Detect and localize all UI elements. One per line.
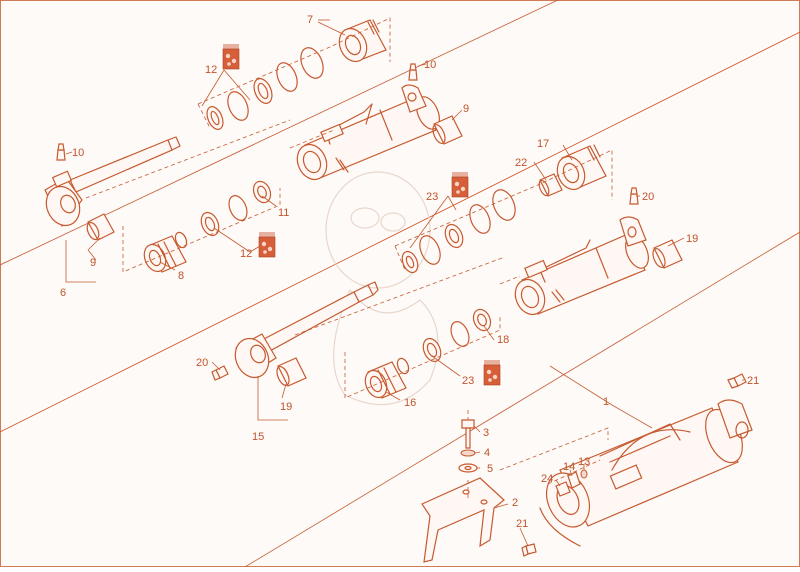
piston-rod-upper [44, 136, 181, 228]
gland-17 [556, 144, 607, 191]
callout-9-rod: 9 [90, 257, 96, 269]
callout-5: 5 [487, 463, 493, 475]
grease-nipple-10-rod [56, 143, 66, 161]
grease-nipple-20-barrel [629, 187, 639, 205]
grease-nipple-20-rod [211, 365, 229, 381]
callout-23-upper: 23 [426, 191, 438, 203]
washer-4 [460, 449, 476, 457]
cylinder-barrel-middle [514, 216, 649, 316]
callout-11: 11 [278, 207, 289, 219]
bushing-19-rod-15 [276, 357, 307, 387]
seal-rings-23-lower [396, 321, 470, 375]
bushing-9-upper-rod [86, 213, 115, 241]
callout-12-lower: 12 [240, 248, 252, 260]
callout-17: 17 [537, 138, 549, 150]
washer-5 [458, 463, 478, 473]
callout-22: 22 [515, 157, 527, 169]
callout-10-barrel: 10 [424, 59, 436, 71]
callout-21-upper: 21 [747, 375, 759, 387]
bushing-19-middle-barrel [652, 239, 683, 269]
callout-2: 2 [512, 497, 518, 509]
grease-nipple-10-barrel [408, 63, 418, 81]
wear-ring-18 [472, 308, 492, 332]
callout-20-rod: 20 [196, 357, 208, 369]
grease-nipple-21-upper [727, 373, 747, 389]
mascot-watermark [325, 171, 439, 406]
seal-rings-12-upper [206, 47, 324, 130]
seal-rings-12-lower [174, 195, 248, 249]
callout-4: 4 [484, 447, 490, 459]
piston-rod-15 [234, 281, 379, 379]
callout-6: 6 [60, 287, 66, 299]
seal-kit-bag-12-lower [258, 232, 276, 258]
piston-8 [143, 235, 187, 273]
fitting-14 [567, 471, 581, 489]
callout-3: 3 [483, 427, 489, 439]
bushing-9-upper-barrel [432, 115, 463, 145]
callout-14: 14 [563, 461, 575, 473]
callout-19-barrel: 19 [686, 233, 698, 245]
section-divider-lower [244, 231, 800, 568]
callout-23-lower: 23 [462, 375, 474, 387]
piston-16 [364, 361, 407, 399]
cylinder-barrel-upper [296, 84, 440, 181]
callout-18: 18 [497, 334, 509, 346]
callout-10-rod: 10 [72, 147, 84, 159]
callout-15: 15 [252, 431, 264, 443]
wear-ring-11 [252, 180, 272, 204]
seal-kit-bag-23-upper [451, 172, 469, 198]
callout-24: 24 [541, 473, 553, 485]
seal-rings-23-upper [401, 189, 516, 274]
section-divider-middle [0, 31, 800, 433]
callout-13: 13 [578, 456, 590, 468]
cylinder-assembly-1 [539, 399, 753, 547]
callout-21-lower: 21 [516, 518, 528, 530]
seal-13 [580, 469, 588, 479]
callout-8: 8 [178, 270, 184, 282]
callout-9-barrel: 9 [463, 103, 469, 115]
leader-lines [65, 19, 744, 547]
callout-20-barrel: 20 [642, 191, 654, 203]
seal-kit-bag-12-upper [222, 44, 240, 70]
grease-nipple-21-lower [521, 543, 537, 557]
callout-12-upper: 12 [205, 64, 217, 76]
callout-19-rod: 19 [280, 401, 292, 413]
callout-1: 1 [603, 396, 609, 408]
section-divider-upper [0, 0, 559, 266]
seal-kit-bag-23-lower [483, 360, 501, 386]
bolt-3 [461, 419, 475, 449]
mounting-bracket-2 [421, 477, 505, 563]
callout-16: 16 [404, 397, 416, 409]
callout-7: 7 [307, 14, 313, 26]
gland-7 [338, 19, 387, 63]
